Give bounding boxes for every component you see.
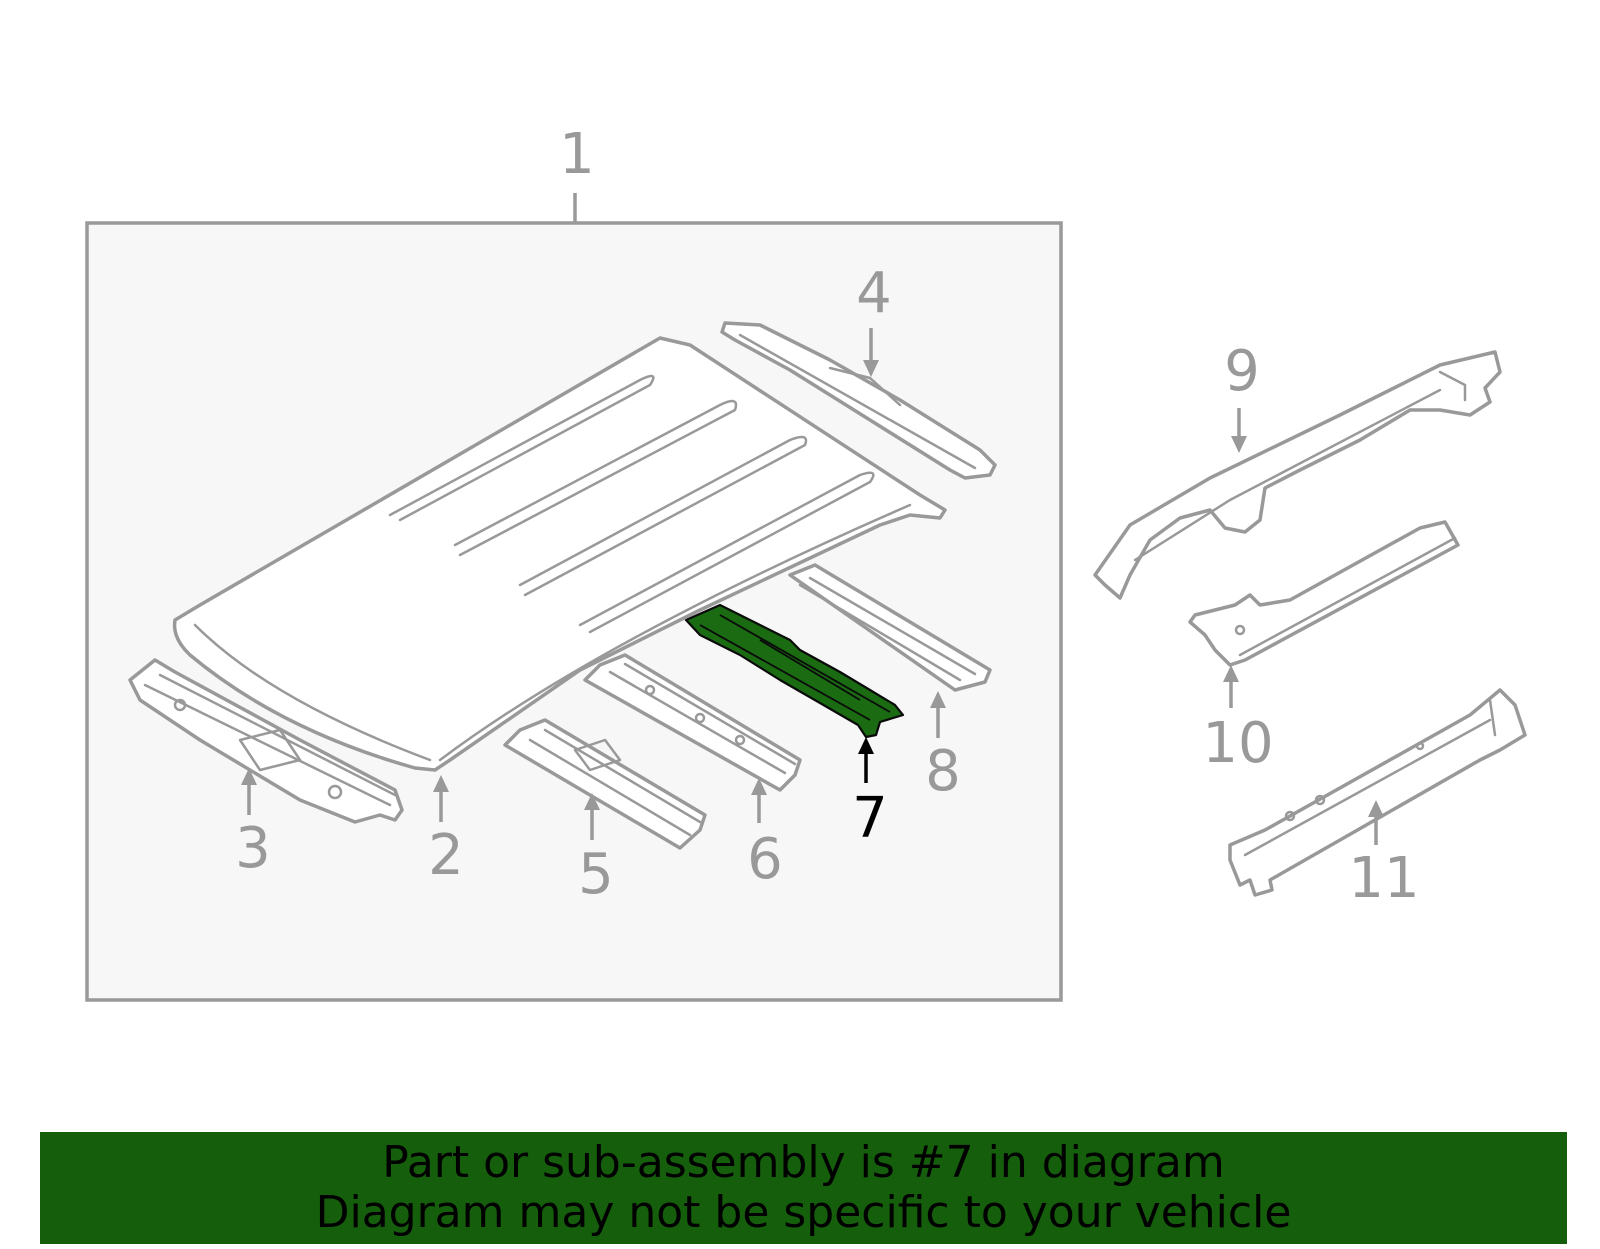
- callout-7: 7: [852, 786, 888, 851]
- part-4-side-rail[interactable]: [720, 321, 997, 480]
- banner-line-2: Diagram may not be specific to your vehi…: [315, 1187, 1292, 1238]
- callout-9: 9: [1224, 339, 1260, 404]
- part-1-roof-panel[interactable]: [172, 336, 947, 772]
- part-11-bracket[interactable]: [1228, 688, 1527, 897]
- banner-line-1: Part or sub-assembly is #7 in diagram: [382, 1137, 1225, 1188]
- part-3-front-header[interactable]: [128, 658, 404, 824]
- callout-5: 5: [578, 842, 614, 907]
- part-9-side-rail[interactable]: [1093, 350, 1502, 600]
- callout-11: 11: [1348, 846, 1419, 911]
- part-8-roof-bow[interactable]: [788, 563, 992, 692]
- callout-8: 8: [925, 739, 961, 804]
- part-6-roof-bow[interactable]: [583, 653, 802, 792]
- callout-4: 4: [856, 261, 892, 326]
- part-5-roof-bow[interactable]: [503, 718, 707, 850]
- callout-6: 6: [747, 827, 783, 892]
- info-banner: Part or sub-assembly is #7 in diagram Di…: [40, 1132, 1567, 1244]
- callout-3: 3: [235, 816, 271, 881]
- part-7-roof-bow-highlighted[interactable]: [684, 603, 905, 739]
- callout-10: 10: [1202, 711, 1273, 776]
- leader-arrows: [241, 328, 1384, 845]
- callout-2: 2: [428, 823, 464, 888]
- callout-1: 1: [559, 122, 595, 187]
- part-10-bracket[interactable]: [1188, 520, 1460, 667]
